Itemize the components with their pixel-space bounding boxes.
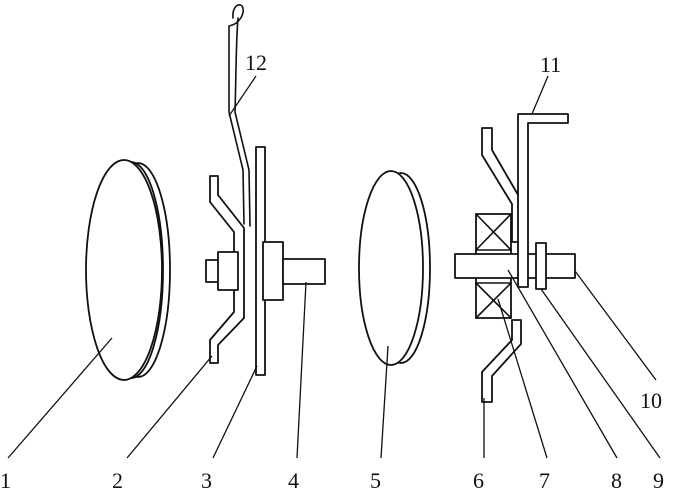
part-9-hub bbox=[535, 242, 547, 290]
label-9: 9 bbox=[653, 468, 664, 491]
part-10-shaft bbox=[454, 253, 576, 279]
leader-lines bbox=[7, 75, 661, 459]
part-5-disc bbox=[358, 170, 431, 366]
part-labels: 1 2 3 4 5 6 7 8 9 10 11 12 bbox=[0, 50, 664, 491]
label-12: 12 bbox=[245, 50, 267, 75]
part-4-shaft bbox=[282, 258, 326, 285]
label-11: 11 bbox=[540, 52, 561, 77]
part-12-wire bbox=[228, 3, 251, 227]
label-4: 4 bbox=[288, 468, 299, 491]
label-3: 3 bbox=[201, 468, 212, 491]
label-6: 6 bbox=[473, 468, 484, 491]
label-7: 7 bbox=[539, 468, 550, 491]
label-8: 8 bbox=[611, 468, 622, 491]
label-5: 5 bbox=[370, 468, 381, 491]
label-2: 2 bbox=[112, 468, 123, 491]
label-1: 1 bbox=[0, 468, 11, 491]
part-2-bracket bbox=[209, 175, 245, 364]
part-1-disc bbox=[85, 159, 171, 381]
label-10: 10 bbox=[640, 388, 662, 413]
